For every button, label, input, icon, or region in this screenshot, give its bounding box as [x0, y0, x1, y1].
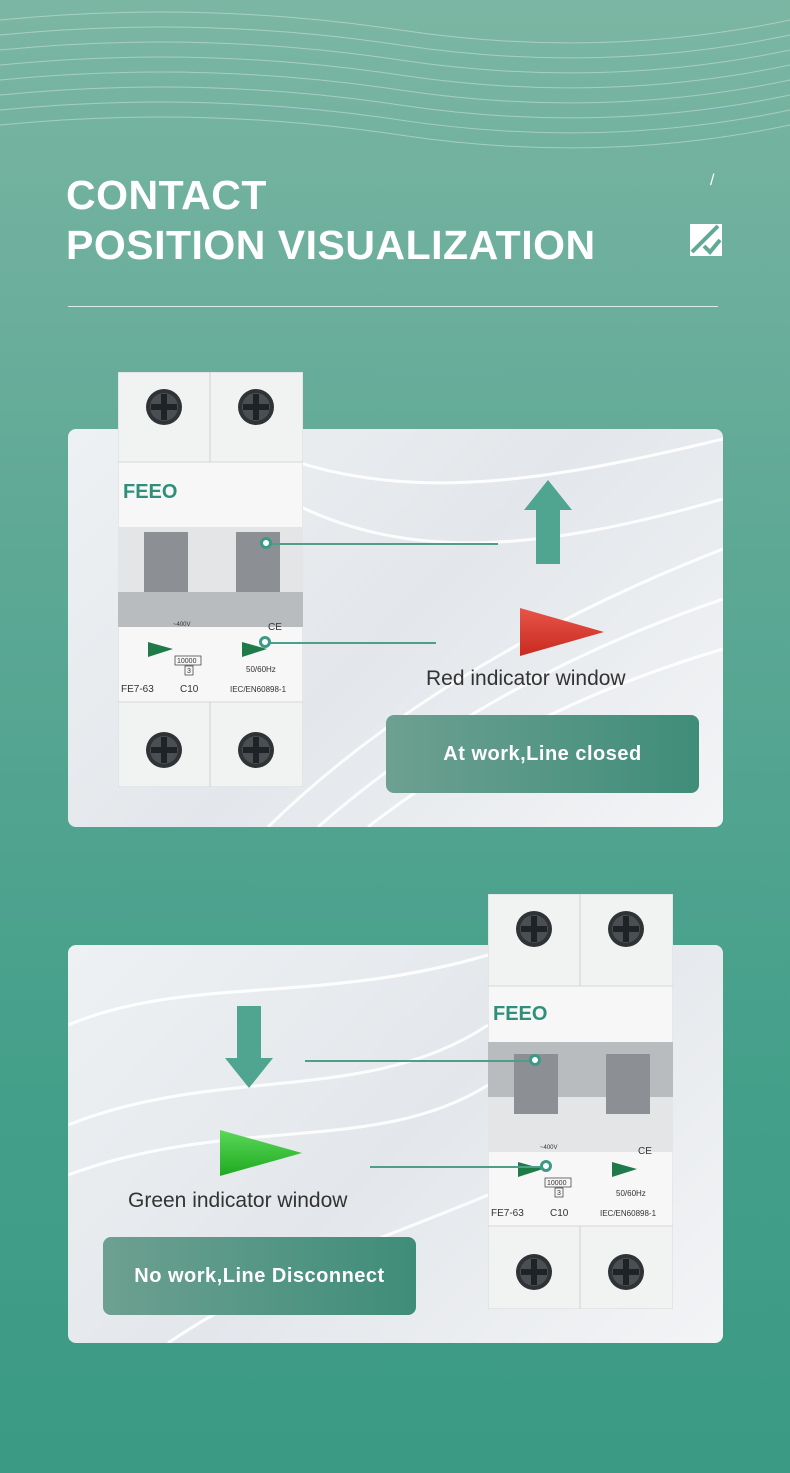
- svg-text:FE7-63: FE7-63: [491, 1208, 524, 1219]
- title-line-2: POSITION VISUALIZATION: [66, 222, 596, 268]
- pointer-dot-handle-2: [529, 1054, 541, 1066]
- arrow-up-icon: [524, 480, 572, 564]
- pointer-dot-handle: [260, 537, 272, 549]
- svg-text:10000: 10000: [547, 1180, 567, 1187]
- svg-text:50/60Hz: 50/60Hz: [246, 665, 276, 674]
- pointer-line-handle-2: [305, 1060, 535, 1062]
- background-wave-pattern: [0, 11, 790, 149]
- green-indicator-triangle-icon: [220, 1130, 302, 1176]
- pointer-line-indicator-2: [370, 1166, 546, 1168]
- pointer-line-handle: [268, 543, 498, 545]
- svg-text:CE: CE: [268, 622, 282, 633]
- pointer-line-indicator: [266, 642, 436, 644]
- svg-text:CE: CE: [638, 1146, 652, 1157]
- red-indicator-label: Red indicator window: [426, 667, 626, 690]
- pointer-dot-indicator: [259, 636, 271, 648]
- status-closed-button[interactable]: At work,Line closed: [386, 715, 699, 793]
- check-square-icon: [690, 224, 722, 256]
- svg-text:FE7-63: FE7-63: [121, 684, 154, 695]
- circuit-breaker-open: FEEO ~400V 10000 3 CE 50/60Hz FE7-63 C10…: [488, 894, 673, 1309]
- svg-text:~400V: ~400V: [173, 622, 191, 628]
- brand-logo-text: FEEO: [123, 481, 177, 503]
- arrow-down-icon: [225, 1006, 273, 1088]
- svg-text:C10: C10: [550, 1208, 569, 1219]
- title-divider: [68, 306, 718, 307]
- status-disconnect-button[interactable]: No work,Line Disconnect: [103, 1237, 416, 1315]
- svg-text:FEEO: FEEO: [493, 1003, 547, 1025]
- green-indicator-label: Green indicator window: [128, 1189, 348, 1212]
- page-title: CONTACT POSITION VISUALIZATION: [66, 170, 596, 270]
- red-indicator-triangle-icon: [520, 608, 604, 656]
- pointer-dot-indicator-2: [540, 1160, 552, 1172]
- title-line-1: CONTACT: [66, 172, 267, 218]
- svg-text:50/60Hz: 50/60Hz: [616, 1189, 646, 1198]
- title-slash: /: [710, 172, 715, 189]
- svg-text:3: 3: [187, 668, 191, 675]
- svg-text:~400V: ~400V: [540, 1145, 558, 1151]
- svg-text:IEC/EN60898-1: IEC/EN60898-1: [600, 1209, 657, 1218]
- svg-text:10000: 10000: [177, 658, 197, 665]
- svg-text:3: 3: [557, 1190, 561, 1197]
- svg-text:IEC/EN60898-1: IEC/EN60898-1: [230, 685, 287, 694]
- circuit-breaker-closed: FEEO ~400V 10000 3 CE 50/60Hz FE7-63 C10…: [118, 372, 303, 787]
- svg-text:C10: C10: [180, 684, 199, 695]
